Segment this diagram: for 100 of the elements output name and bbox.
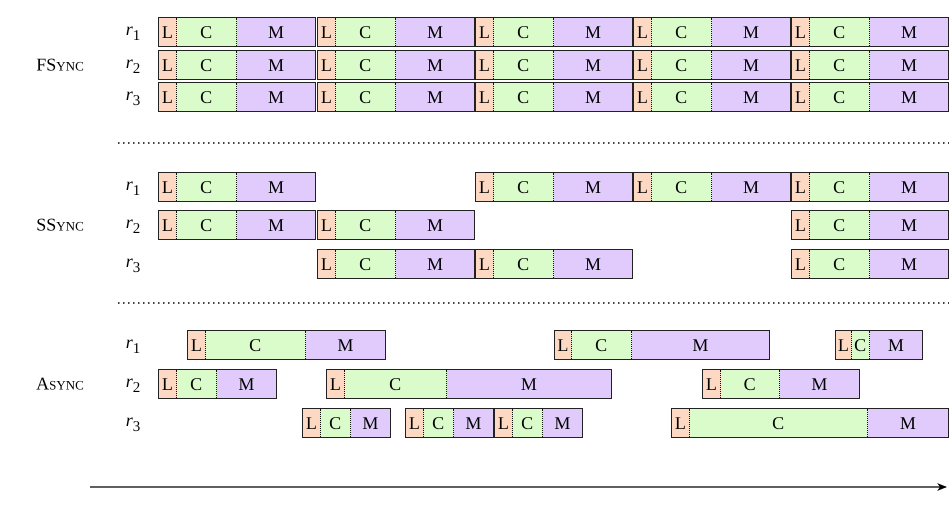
phase-segment: M — [396, 211, 474, 239]
phase-segment: C — [176, 51, 237, 79]
cycle-bar — [317, 82, 476, 112]
cycle-bar — [475, 172, 634, 202]
phase-segment: M — [396, 51, 474, 79]
phase-segment: M — [396, 83, 474, 111]
cycle-bar — [158, 50, 316, 80]
cycle-bar — [791, 50, 950, 80]
phase-segment: C — [336, 18, 396, 46]
cycle-bar — [791, 172, 950, 202]
phase-segment: M — [868, 409, 948, 437]
phase-segment: L — [634, 173, 652, 201]
phase-segment: C — [336, 51, 396, 79]
phase-segment: C — [810, 173, 870, 201]
phase-segment: L — [159, 173, 177, 201]
phase-segment: C — [720, 370, 780, 398]
phase-segment: L — [792, 250, 810, 278]
phase-segment: M — [870, 250, 948, 278]
model-label: SSync — [36, 214, 84, 236]
phase-segment: M — [542, 409, 582, 437]
phase-segment: C — [512, 409, 543, 437]
cycle-bar — [158, 82, 316, 112]
phase-segment: L — [555, 331, 572, 359]
phase-segment: L — [476, 83, 494, 111]
phase-segment: C — [852, 331, 870, 359]
cycle-bar — [187, 330, 386, 360]
phase-segment: L — [672, 409, 690, 437]
phase-segment: L — [634, 83, 652, 111]
row-label: r$_{2}$ — [126, 212, 140, 238]
phase-segment: L — [159, 211, 177, 239]
phase-segment: L — [792, 173, 810, 201]
phase-segment: M — [446, 370, 611, 398]
phase-segment: L — [634, 18, 652, 46]
phase-segment: C — [652, 51, 712, 79]
phase-segment: L — [318, 83, 336, 111]
cycle-bar — [633, 172, 792, 202]
cycle-bar — [494, 408, 583, 438]
phase-segment: C — [344, 370, 447, 398]
phase-segment: M — [236, 83, 316, 111]
row-label: r$_{3}$ — [126, 410, 140, 436]
phase-segment: C — [652, 83, 712, 111]
phase-segment: C — [494, 173, 554, 201]
phase-segment: M — [236, 211, 316, 239]
phase-segment: C — [320, 409, 351, 437]
phase-segment: M — [554, 51, 632, 79]
phase-segment: M — [554, 83, 632, 111]
phase-segment: L — [159, 51, 177, 79]
phase-segment: L — [792, 51, 810, 79]
phase-segment: L — [318, 18, 336, 46]
phase-segment: L — [159, 83, 177, 111]
phase-segment: C — [206, 331, 306, 359]
phase-segment: L — [476, 173, 494, 201]
phase-segment: M — [870, 18, 948, 46]
cycle-bar — [671, 408, 949, 438]
phase-segment: M — [396, 18, 474, 46]
phase-segment: C — [810, 83, 870, 111]
phase-segment: L — [476, 250, 494, 278]
phase-segment: M — [236, 18, 316, 46]
phase-segment: M — [712, 18, 790, 46]
phase-segment: M — [216, 370, 276, 398]
cycle-bar — [475, 17, 634, 47]
cycle-bar — [633, 82, 792, 112]
phase-segment: M — [632, 331, 769, 359]
phase-segment: L — [495, 409, 513, 437]
phase-segment: L — [188, 331, 206, 359]
phase-segment: L — [318, 51, 336, 79]
phase-segment: C — [690, 409, 868, 437]
cycle-bar — [302, 408, 391, 438]
phase-segment: L — [476, 51, 494, 79]
phase-segment: C — [176, 211, 237, 239]
phase-segment: M — [870, 51, 948, 79]
phase-segment: C — [176, 370, 217, 398]
model-label: FSync — [36, 54, 84, 76]
phase-segment: C — [494, 83, 554, 111]
phase-segment: C — [176, 18, 237, 46]
row-label: r$_{2}$ — [126, 52, 140, 78]
phase-segment: C — [424, 409, 454, 437]
row-label: r$_{3}$ — [126, 251, 140, 277]
phase-segment: C — [810, 51, 870, 79]
phase-segment: C — [810, 211, 870, 239]
phase-segment: C — [494, 250, 554, 278]
phase-segment: M — [870, 173, 948, 201]
phase-segment: M — [236, 173, 316, 201]
cycle-bar — [158, 172, 316, 202]
cycle-bar — [835, 330, 923, 360]
phase-segment: M — [870, 211, 948, 239]
phase-segment: M — [554, 18, 632, 46]
cycle-bar — [791, 249, 950, 279]
phase-segment: L — [159, 370, 177, 398]
phase-segment: C — [176, 173, 237, 201]
phase-segment: M — [554, 250, 632, 278]
phase-segment: M — [236, 51, 316, 79]
cycle-bar — [475, 82, 634, 112]
cycle-bar — [791, 210, 950, 240]
cycle-bar — [702, 369, 860, 399]
cycle-bar — [158, 369, 277, 399]
phase-segment: L — [327, 370, 345, 398]
phase-segment: C — [494, 18, 554, 46]
cycle-bar — [633, 17, 792, 47]
phase-segment: L — [406, 409, 424, 437]
